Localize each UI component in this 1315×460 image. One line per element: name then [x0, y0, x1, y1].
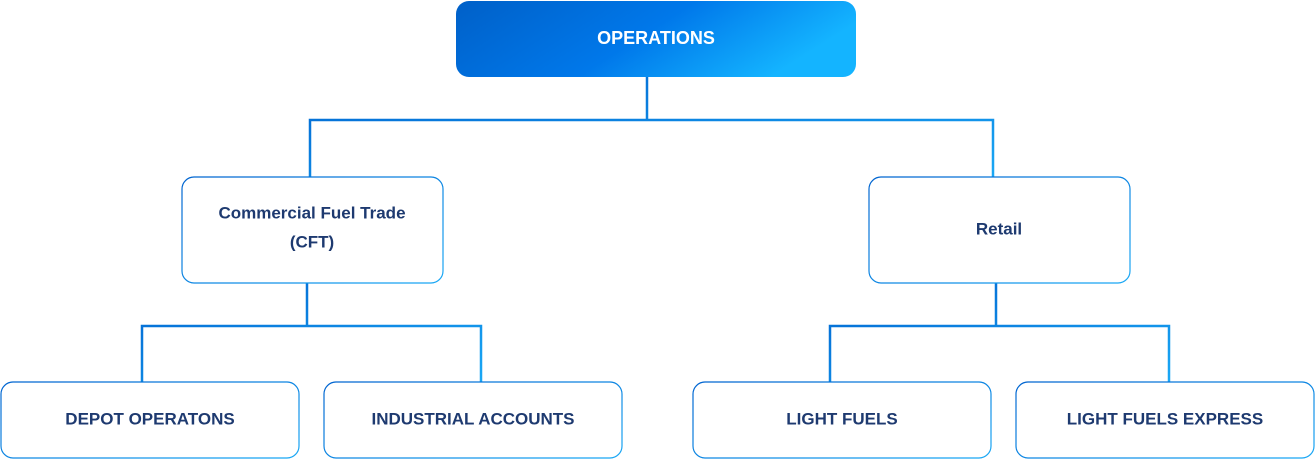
connector-retail — [828, 283, 1171, 382]
connector-cft — [140, 283, 483, 382]
node-label: OPERATIONS — [597, 28, 715, 48]
node-light-fuels[interactable]: LIGHT FUELS — [692, 381, 992, 459]
node-label: (CFT) — [290, 232, 334, 251]
node-label: INDUSTRIAL ACCOUNTS — [371, 409, 574, 428]
node-label: DEPOT OPERATONS — [65, 409, 234, 428]
connectors — [140, 77, 1171, 382]
node-retail[interactable]: Retail — [868, 176, 1131, 284]
node-industrial-accounts[interactable]: INDUSTRIAL ACCOUNTS — [323, 381, 623, 459]
node-label: LIGHT FUELS — [786, 409, 897, 428]
node-operations[interactable]: OPERATIONS — [456, 1, 856, 77]
node-cft[interactable]: Commercial Fuel Trade (CFT) — [181, 176, 444, 284]
connector-root — [308, 77, 995, 177]
node-label: Commercial Fuel Trade — [218, 203, 405, 222]
node-depot-operations[interactable]: DEPOT OPERATONS — [0, 381, 300, 459]
node-label: Retail — [976, 219, 1022, 238]
node-label: LIGHT FUELS EXPRESS — [1067, 409, 1263, 428]
node-light-fuels-express[interactable]: LIGHT FUELS EXPRESS — [1015, 381, 1315, 459]
